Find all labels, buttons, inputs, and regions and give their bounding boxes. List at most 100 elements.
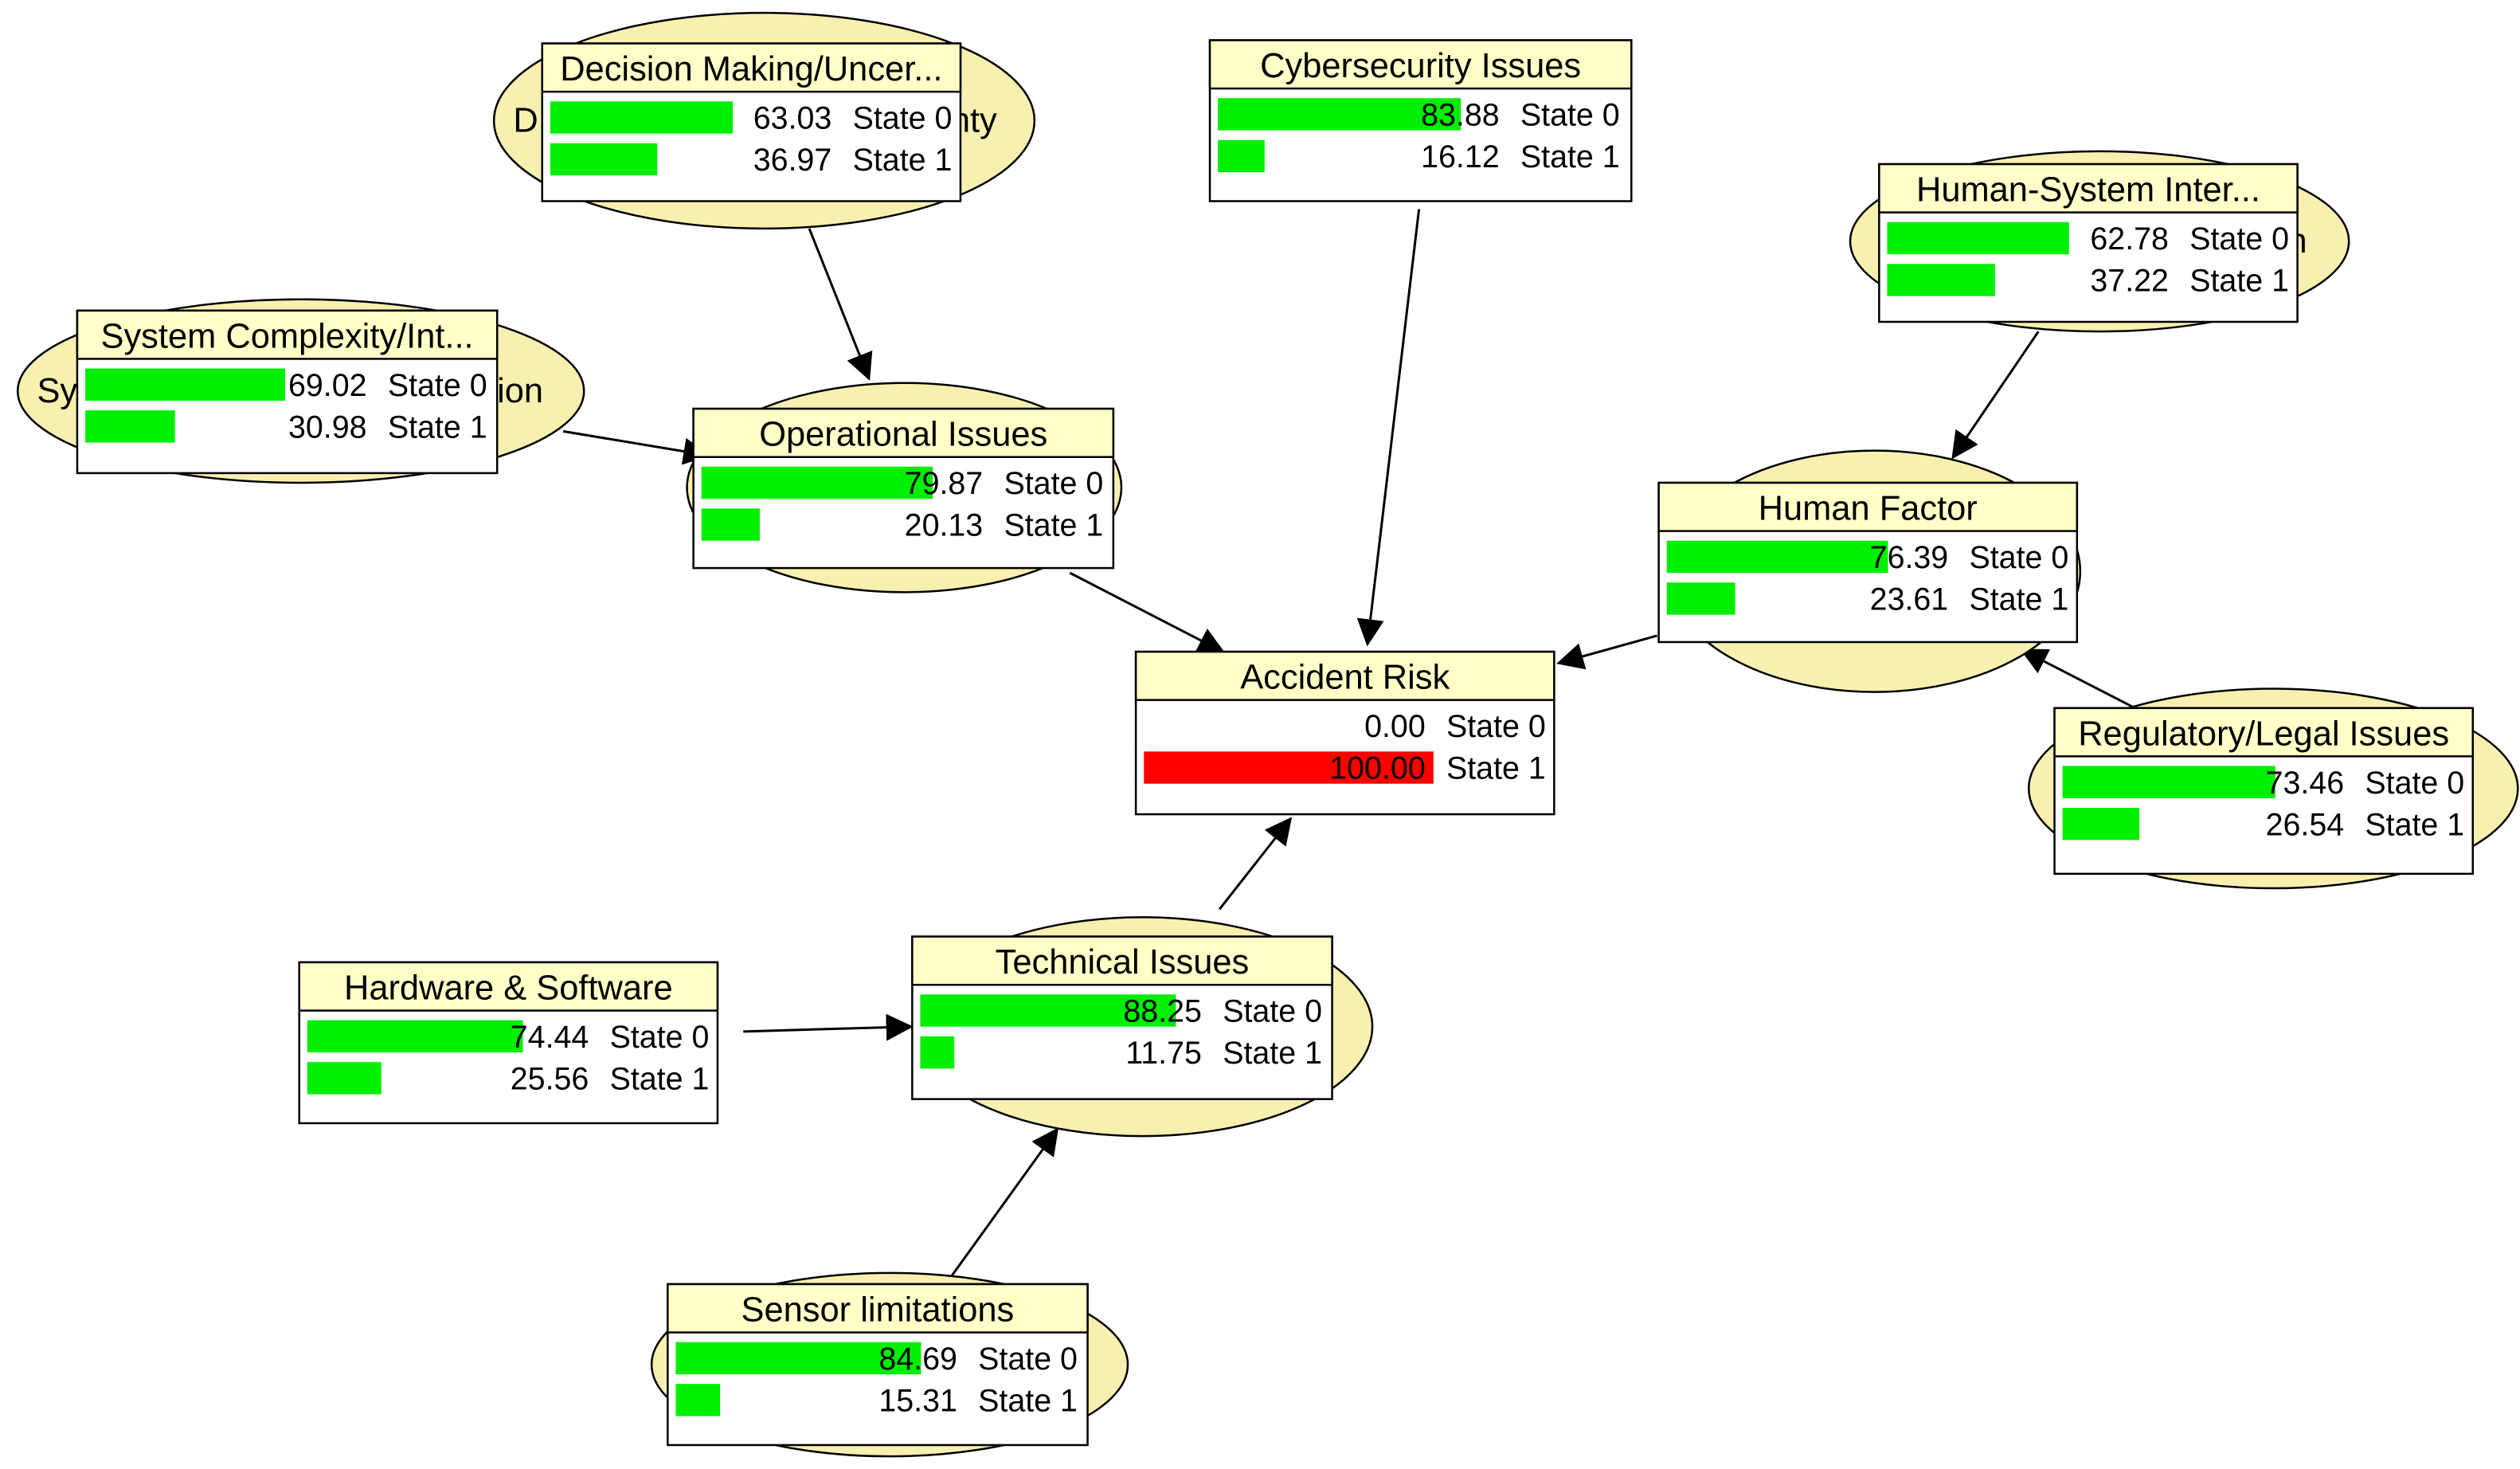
node-title: Accident Risk bbox=[1240, 659, 1450, 697]
state-probability-bar bbox=[1666, 540, 1888, 574]
state-probability-value: 23.61 bbox=[1870, 582, 1949, 617]
state-probability-bar bbox=[1144, 751, 1434, 784]
ellipse-label-left: D bbox=[513, 102, 538, 140]
state-probability-bar bbox=[550, 143, 658, 176]
node-human[interactable]: Human Factor 76.39 State 0 23.61 State 1 bbox=[1657, 449, 2082, 693]
edge-sensor-to-technical bbox=[948, 1127, 1059, 1280]
node-title: Decision Making/Uncer... bbox=[560, 50, 942, 88]
node-title: System Complexity/Int... bbox=[101, 317, 474, 355]
state-probability-bar bbox=[1887, 221, 2069, 255]
edge-hsi-to-human bbox=[1951, 331, 2040, 460]
node-title-band bbox=[541, 42, 962, 93]
edge-human-to-accident bbox=[1556, 634, 1658, 670]
node-cyber[interactable]: Cybersecurity Issues 83.88 State 0 16.12 Sta… bbox=[1208, 39, 1633, 202]
node-technical[interactable]: Technical Issues 88.25 State 0 11.75 State 1 bbox=[911, 916, 1374, 1138]
state-probability-bar bbox=[1218, 98, 1462, 131]
state-probability-value: 16.12 bbox=[1421, 139, 1500, 174]
state-probability-bar bbox=[2062, 766, 2275, 798]
state-label: State 1 bbox=[978, 1384, 1078, 1419]
state-probability-value: 69.02 bbox=[288, 368, 367, 403]
node-title: Operational Issues bbox=[759, 416, 1047, 454]
state-probability-value: 37.22 bbox=[2090, 264, 2169, 299]
state-probability-value: 11.75 bbox=[1125, 1036, 1202, 1071]
state-label: State 1 bbox=[1446, 751, 1546, 786]
node-title-band bbox=[1208, 39, 1633, 90]
state-probability-bar bbox=[307, 1062, 382, 1095]
state-probability-value: 30.98 bbox=[288, 409, 367, 445]
state-label: State 1 bbox=[1520, 139, 1620, 174]
state-probability-value: 79.87 bbox=[905, 466, 984, 501]
node-title: Cybersecurity Issues bbox=[1260, 47, 1581, 85]
node-sensor[interactable]: Sensor limitations 84.69 State 0 15.31 State… bbox=[650, 1271, 1129, 1458]
state-probability-bar bbox=[920, 994, 1176, 1027]
state-probability-value: 0.00 bbox=[1364, 709, 1426, 744]
node-title-band bbox=[1878, 163, 2299, 213]
node-title-band bbox=[667, 1283, 1089, 1334]
state-label: State 0 bbox=[1446, 709, 1546, 744]
state-label: State 0 bbox=[853, 101, 953, 136]
state-probability-bar bbox=[2062, 808, 2140, 840]
state-label: State 0 bbox=[1969, 540, 2068, 575]
state-probability-bar bbox=[307, 1020, 523, 1053]
state-probability-bar bbox=[85, 368, 286, 401]
state-label: State 1 bbox=[388, 409, 487, 445]
edge-complexity-to-operational bbox=[562, 429, 711, 465]
node-title: Hardware & Software bbox=[344, 969, 673, 1007]
state-label: State 1 bbox=[853, 143, 953, 178]
node-title-band bbox=[1134, 650, 1555, 701]
ellipse-label-left: Sy bbox=[37, 372, 77, 410]
state-probability-value: 84.69 bbox=[878, 1342, 957, 1377]
state-label: State 1 bbox=[2365, 807, 2464, 842]
state-label: State 0 bbox=[610, 1020, 710, 1055]
state-probability-value: 83.88 bbox=[1421, 98, 1500, 133]
edges-layer bbox=[562, 209, 2136, 1280]
state-label: State 1 bbox=[2189, 264, 2289, 299]
state-label: State 1 bbox=[1004, 508, 1103, 543]
state-probability-value: 74.44 bbox=[511, 1020, 589, 1055]
state-label: State 0 bbox=[2365, 766, 2464, 801]
state-label: State 0 bbox=[1520, 98, 1620, 133]
node-title-band bbox=[692, 407, 1115, 458]
state-label: State 0 bbox=[1223, 994, 1322, 1029]
state-probability-value: 73.46 bbox=[2266, 766, 2345, 801]
node-title: Human Factor bbox=[1759, 489, 1978, 527]
node-title: Technical Issues bbox=[996, 943, 1250, 981]
state-label: State 0 bbox=[1004, 466, 1103, 501]
state-probability-value: 62.78 bbox=[2090, 221, 2169, 257]
edge-technical-to-accident bbox=[1218, 817, 1293, 911]
node-title: Human-System Inter... bbox=[1916, 171, 2260, 210]
state-probability-value: 88.25 bbox=[1123, 994, 1202, 1029]
node-title-band bbox=[1657, 481, 2079, 532]
state-probability-bar bbox=[675, 1342, 922, 1375]
state-probability-value: 15.31 bbox=[878, 1384, 957, 1419]
state-label: State 1 bbox=[610, 1062, 710, 1097]
edge-cyber-to-accident bbox=[1356, 209, 1421, 647]
state-probability-bar bbox=[701, 508, 760, 541]
node-title: Regulatory/Legal Issues bbox=[2078, 715, 2449, 753]
state-probability-value: 36.97 bbox=[753, 143, 832, 178]
node-title: Sensor limitations bbox=[742, 1291, 1015, 1329]
edge-regulatory-to-human bbox=[2020, 648, 2136, 710]
state-label: State 1 bbox=[1223, 1036, 1322, 1071]
state-probability-bar bbox=[675, 1384, 721, 1416]
state-label: State 1 bbox=[1969, 582, 2068, 617]
state-probability-bar bbox=[1887, 264, 1995, 296]
node-title-band bbox=[298, 961, 719, 1012]
edge-operational-to-accident bbox=[1069, 571, 1226, 653]
state-probability-bar bbox=[920, 1036, 955, 1069]
state-label: State 0 bbox=[2189, 221, 2289, 257]
state-label: State 0 bbox=[388, 368, 487, 403]
node-title-band bbox=[76, 309, 499, 360]
state-probability-value: 76.39 bbox=[1870, 540, 1949, 575]
state-label: State 0 bbox=[978, 1342, 1078, 1377]
state-probability-value: 63.03 bbox=[753, 101, 832, 136]
